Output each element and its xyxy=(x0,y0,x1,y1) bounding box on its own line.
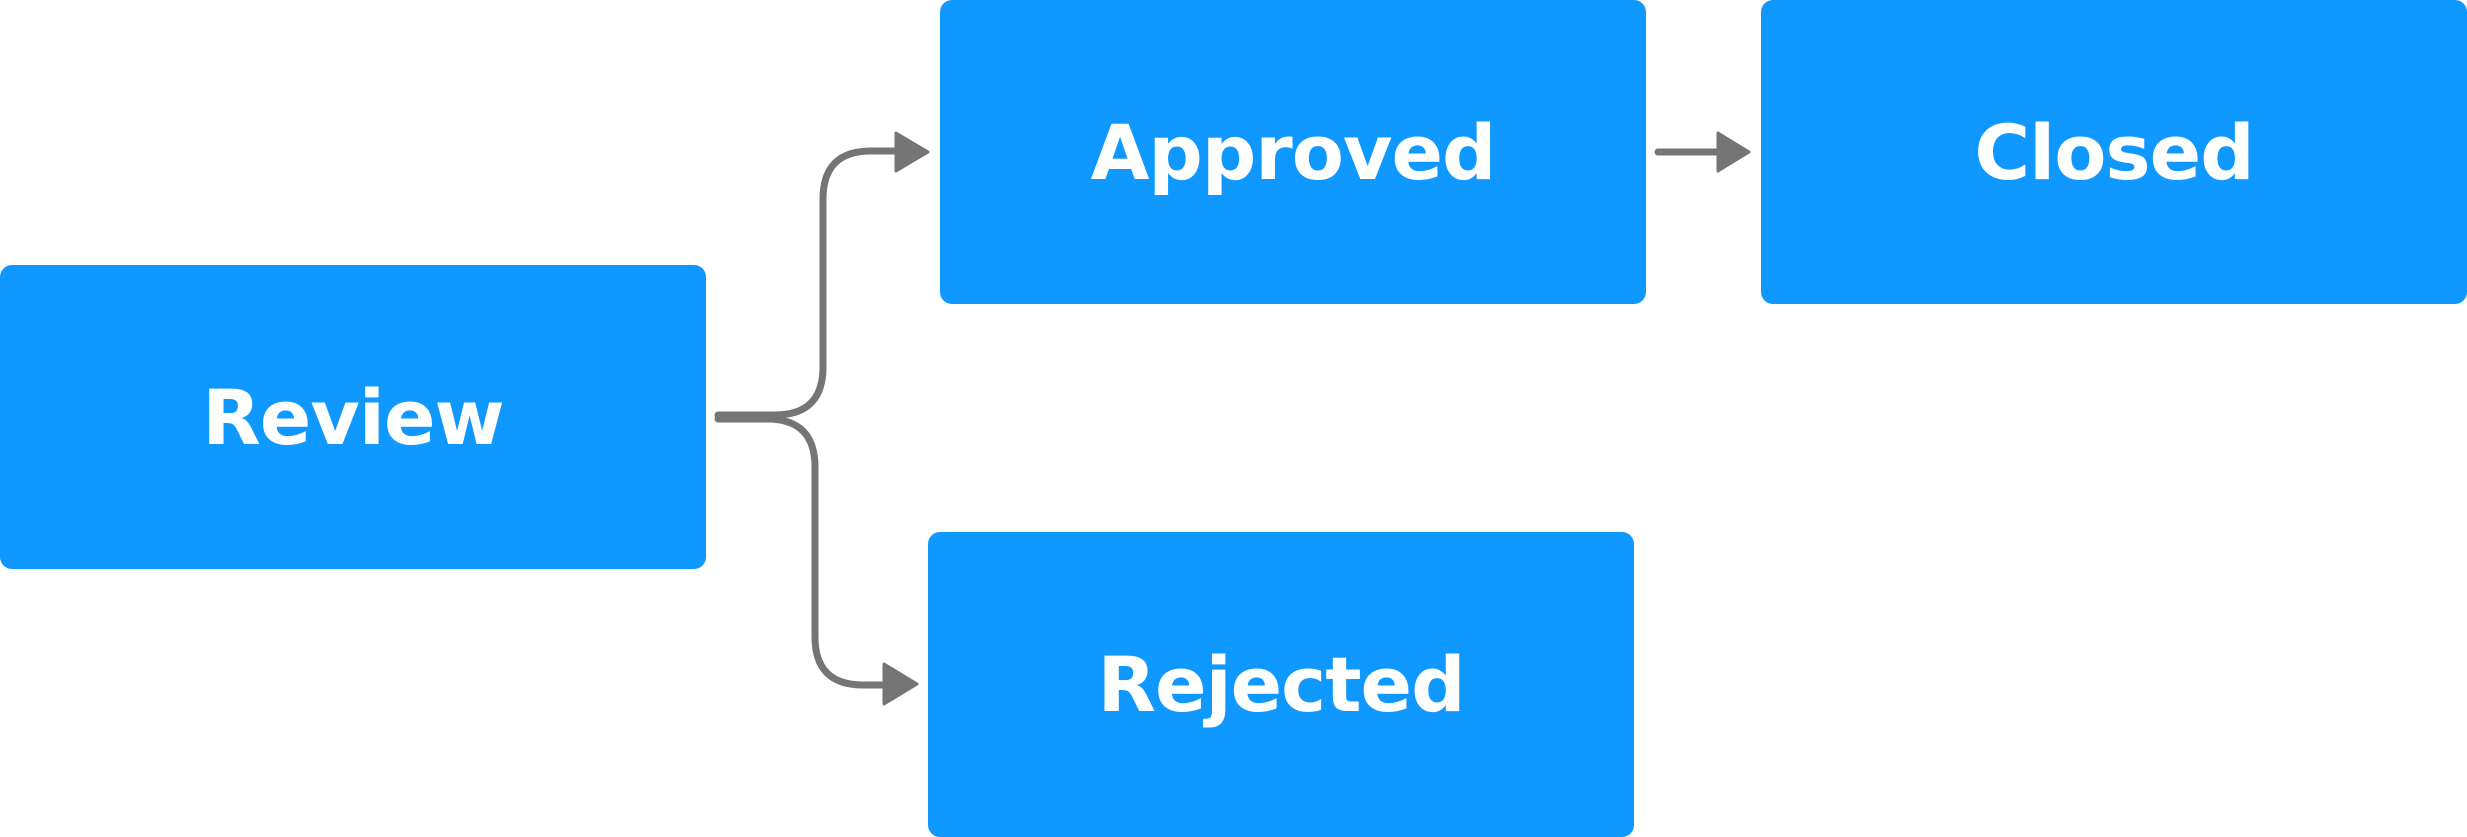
node-closed-label: Closed xyxy=(1974,107,2254,197)
arrowhead-rejected xyxy=(882,662,919,706)
node-approved-label: Approved xyxy=(1090,107,1497,197)
connector-review-rejected xyxy=(714,415,888,689)
arrowhead-closed xyxy=(1716,131,1751,173)
node-review-label: Review xyxy=(202,372,504,462)
node-rejected[interactable]: Rejected xyxy=(928,532,1634,837)
node-closed[interactable]: Closed xyxy=(1761,0,2467,304)
node-review[interactable]: Review xyxy=(0,265,706,569)
node-approved[interactable]: Approved xyxy=(940,0,1646,304)
connector-review-approved xyxy=(714,147,900,419)
arrowhead-approved xyxy=(894,131,930,173)
node-rejected-label: Rejected xyxy=(1097,640,1466,729)
